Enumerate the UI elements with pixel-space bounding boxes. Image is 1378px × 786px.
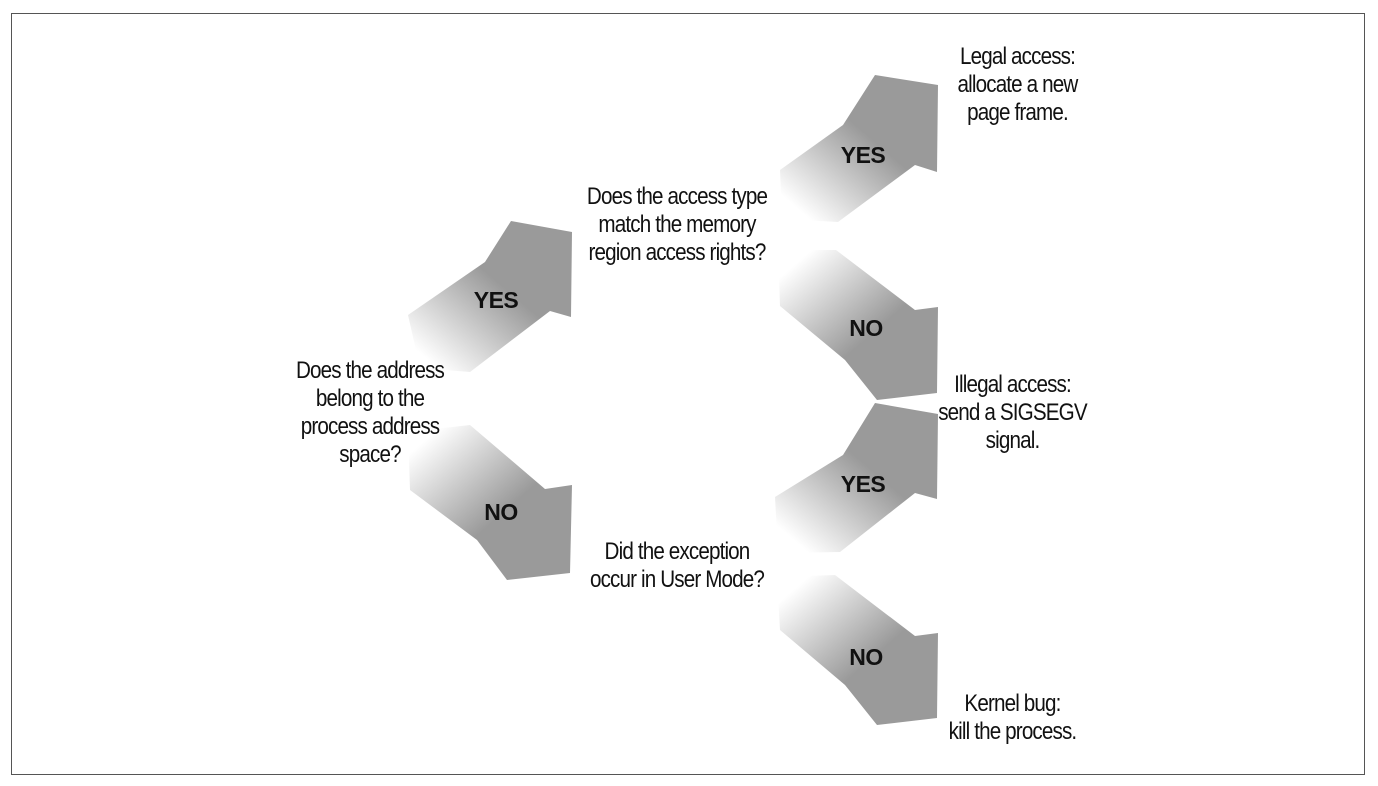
- arrow-label-usermode-yes: YES: [841, 471, 886, 497]
- arrow-usermode-yes: YES: [775, 403, 938, 553]
- arrow-label-access-yes: YES: [841, 142, 886, 168]
- question-access-rights: Does the access type match the memory re…: [586, 183, 768, 266]
- arrow-access-yes: YES: [780, 75, 938, 222]
- arrow-label-address-no: NO: [484, 499, 518, 525]
- question-user-mode: Did the exception occur in User Mode?: [589, 538, 765, 593]
- arrow-label-usermode-no: NO: [849, 644, 883, 670]
- question-address-space: Does the address belong to the process a…: [295, 357, 445, 468]
- result-kernel-bug: Kernel bug: kill the process.: [948, 690, 1077, 745]
- result-legal-access: Legal access: allocate a new page frame.: [957, 43, 1079, 126]
- diagram-frame: [11, 13, 1365, 775]
- arrow-address-yes: YES: [408, 221, 572, 372]
- arrow-address-no: NO: [408, 425, 572, 580]
- arrow-label-access-no: NO: [849, 315, 883, 341]
- arrow-access-no: NO: [778, 250, 938, 400]
- arrow-usermode-no: NO: [777, 575, 938, 725]
- arrow-label-address-yes: YES: [474, 287, 519, 313]
- result-illegal-access: Illegal access: send a SIGSEGV signal.: [938, 371, 1087, 454]
